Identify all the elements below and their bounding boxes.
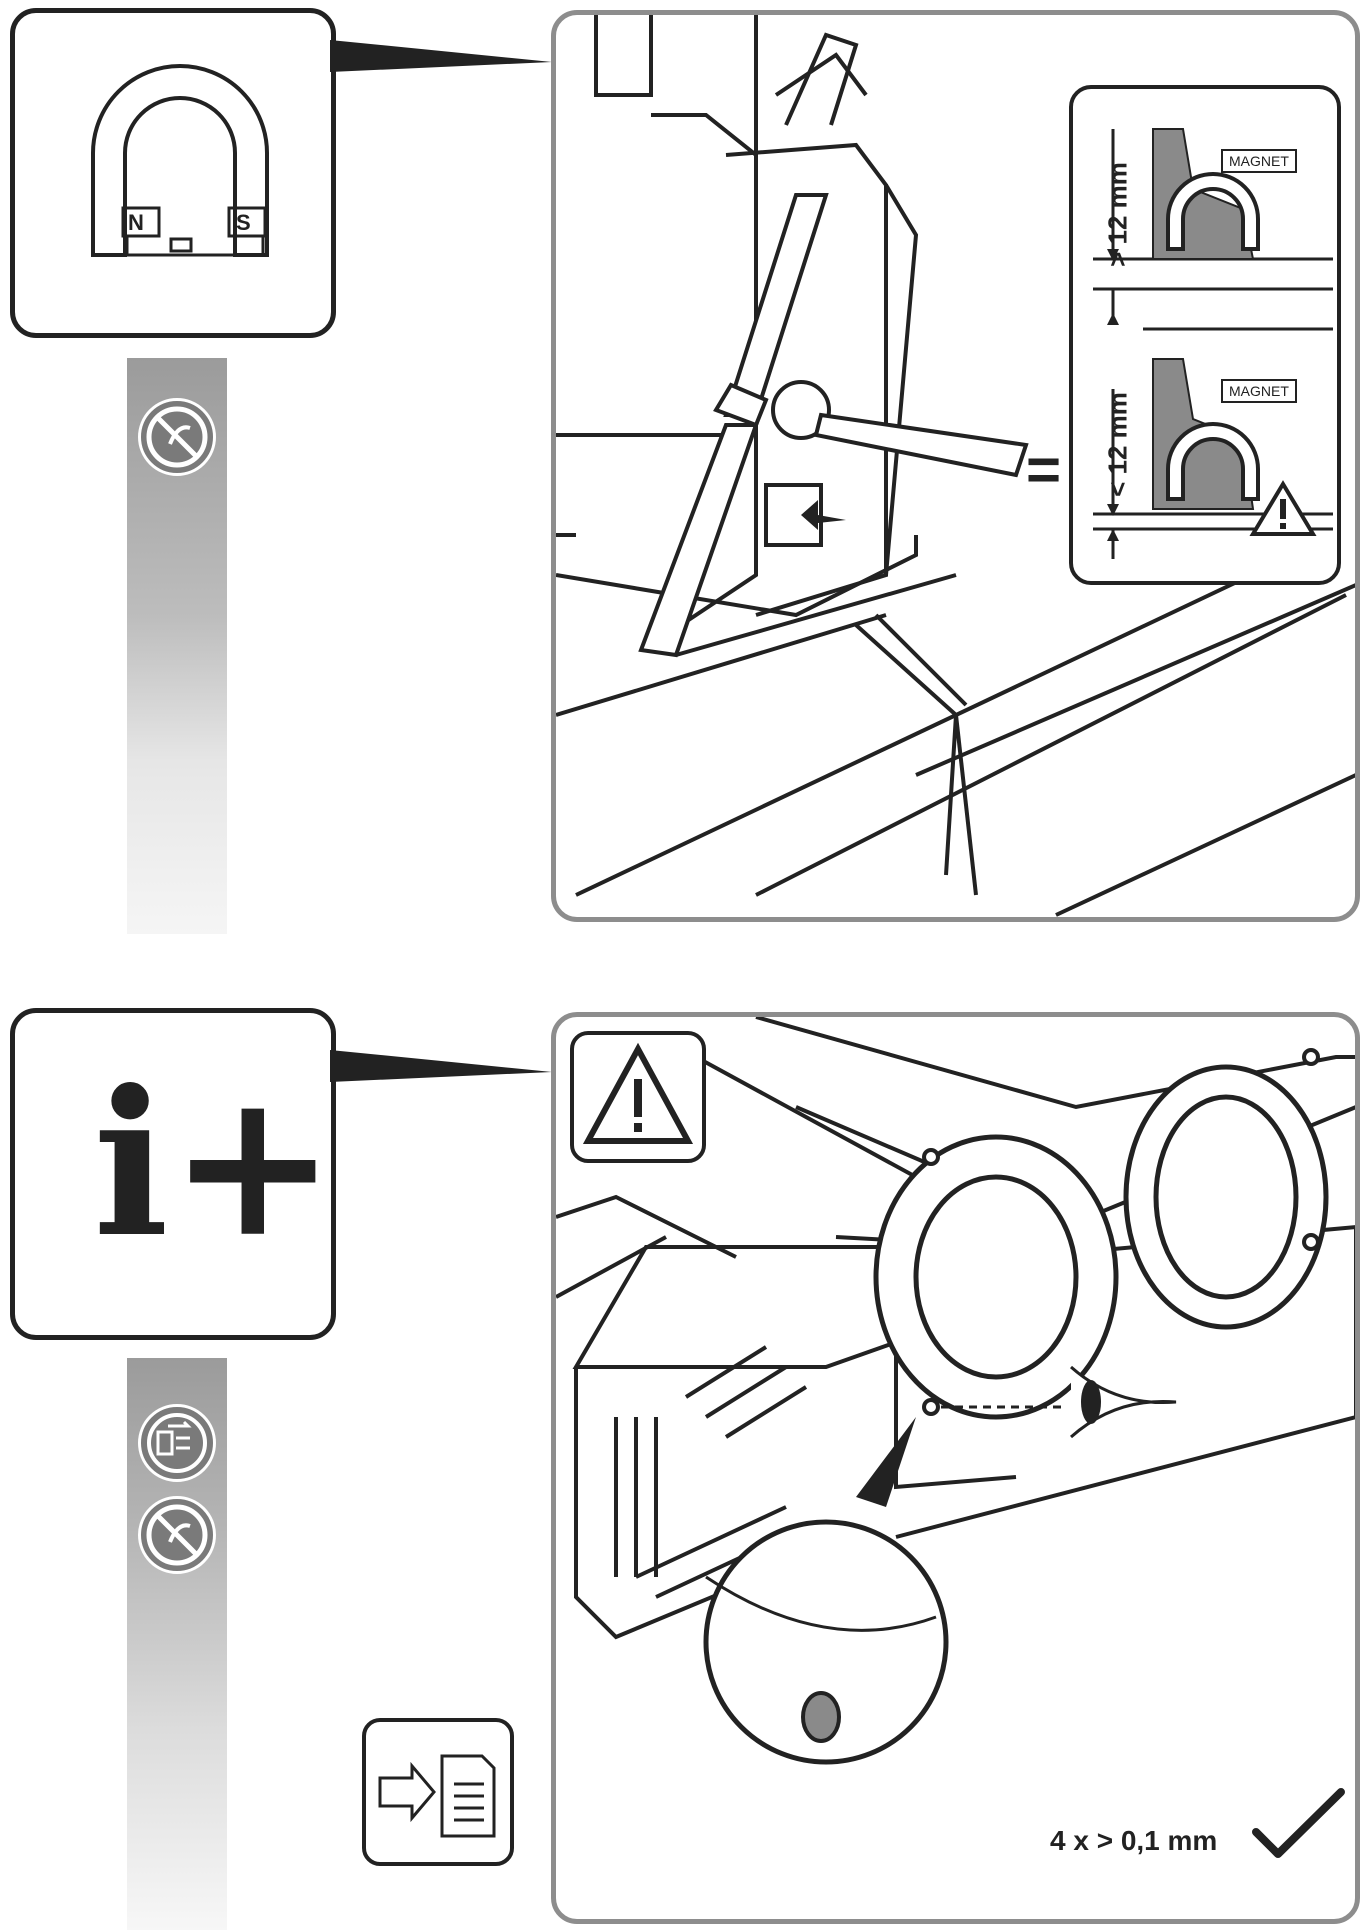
- pole-north-label: N: [128, 210, 144, 235]
- callout-pointer-top: [330, 40, 552, 72]
- drill-guard-illustration: [556, 1017, 1355, 1765]
- magnet-symbol-box: N S: [10, 8, 336, 338]
- see-document-icon: [362, 1718, 514, 1866]
- no-magnetic-field-icon-bottom: [138, 1496, 216, 1574]
- info-plus-icon: i+: [93, 1047, 337, 1282]
- magnet-tag-lower: MAGNET: [1221, 379, 1297, 403]
- callout-pointer-bottom: [330, 1050, 552, 1082]
- measure-greater-label: > 12 mm: [1102, 162, 1133, 267]
- magnet-detail-inset: MAGNET MAGNET > 12 mm < 12 mm: [1069, 85, 1341, 585]
- illustration-panel-top: =: [551, 10, 1360, 922]
- no-magnetic-field-icon: [138, 398, 216, 476]
- equals-sign: =: [1026, 436, 1062, 503]
- pole-south-label: S: [236, 210, 251, 235]
- check-mark-icon: [1252, 1788, 1345, 1858]
- horseshoe-magnet-icon: [91, 64, 269, 257]
- magnet-tag-upper: MAGNET: [1221, 149, 1297, 173]
- tolerance-label: 4 x > 0,1 mm: [1050, 1825, 1218, 1856]
- unplug-mains-icon: [138, 1404, 216, 1482]
- magnetic-drill-illustration: [556, 15, 1355, 917]
- warning-triangle-icon: [570, 1031, 706, 1163]
- info-plus-symbol-box: i+: [10, 1008, 337, 1340]
- measure-less-label: < 12 mm: [1102, 392, 1133, 497]
- illustration-panel-bottom: 4 x > 0,1 mm: [551, 1012, 1360, 1924]
- inset-illustration: [1093, 128, 1333, 559]
